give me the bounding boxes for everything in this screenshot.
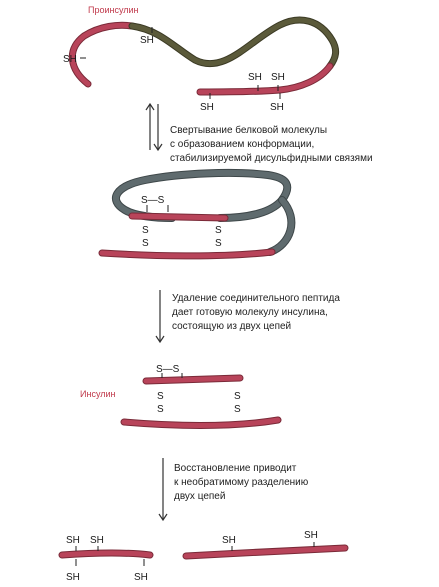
disulfide-intrachain-label: S—S [156, 364, 180, 375]
sh-label: SH [90, 535, 104, 546]
stage-proinsulin: Проинсулин SH SH SH SH SH SH [63, 5, 340, 113]
caption-line: состоящую из двух цепей [172, 321, 292, 332]
proinsulin-label: Проинсулин [88, 5, 139, 15]
sh-label: SH [66, 535, 80, 546]
caption-line: с образованием конформации, [170, 139, 315, 150]
s-label: S [215, 238, 222, 249]
caption-line: дает готовую молекулу инсулина, [172, 307, 328, 318]
caption-folding: Свертывание белковой молекулы с образова… [170, 124, 373, 166]
sh-label: SH [270, 102, 284, 113]
sh-label: SH [66, 572, 80, 583]
caption-line: Восстановление приводит [174, 463, 297, 474]
sh-label: SH [222, 535, 236, 546]
proinsulin-connecting-peptide [128, 16, 340, 70]
arrow-down-2 [155, 290, 165, 344]
s-label: S [234, 391, 241, 402]
caption-line: стабилизируемой дисульфидными связями [170, 153, 373, 164]
caption-line: Свертывание белковой молекулы [170, 125, 328, 136]
stage-separated-chains: SH SH SH SH SH SH [58, 530, 349, 583]
sh-label: SH [140, 35, 154, 46]
caption-line: Удаление соединительного пептида [172, 293, 340, 304]
sh-label: SH [200, 102, 214, 113]
sh-label: SH [63, 54, 77, 65]
s-label: S [157, 404, 164, 415]
sh-label: SH [304, 530, 318, 541]
sh-label: SH [134, 572, 148, 583]
stage-folded-proinsulin: S—S S S S S [98, 168, 296, 260]
s-label: S [215, 225, 222, 236]
caption-reduction: Восстановление приводит к необратимому р… [174, 462, 308, 504]
sh-label: SH [248, 72, 262, 83]
caption-peptide-removal: Удаление соединительного пептида дает го… [172, 292, 340, 334]
stage-insulin: Инсулин S—S S S S S [80, 364, 282, 429]
insulin-label: Инсулин [80, 389, 116, 399]
disulfide-intrachain-label: S—S [141, 195, 165, 206]
s-label: S [142, 225, 149, 236]
s-label: S [157, 391, 164, 402]
reversible-arrow [145, 102, 163, 152]
s-label: S [234, 404, 241, 415]
caption-line: к необратимому разделению [174, 477, 309, 488]
arrow-down-3 [158, 458, 168, 522]
s-label: S [142, 238, 149, 249]
caption-line: двух цепей [174, 491, 226, 502]
sh-label: SH [271, 72, 285, 83]
